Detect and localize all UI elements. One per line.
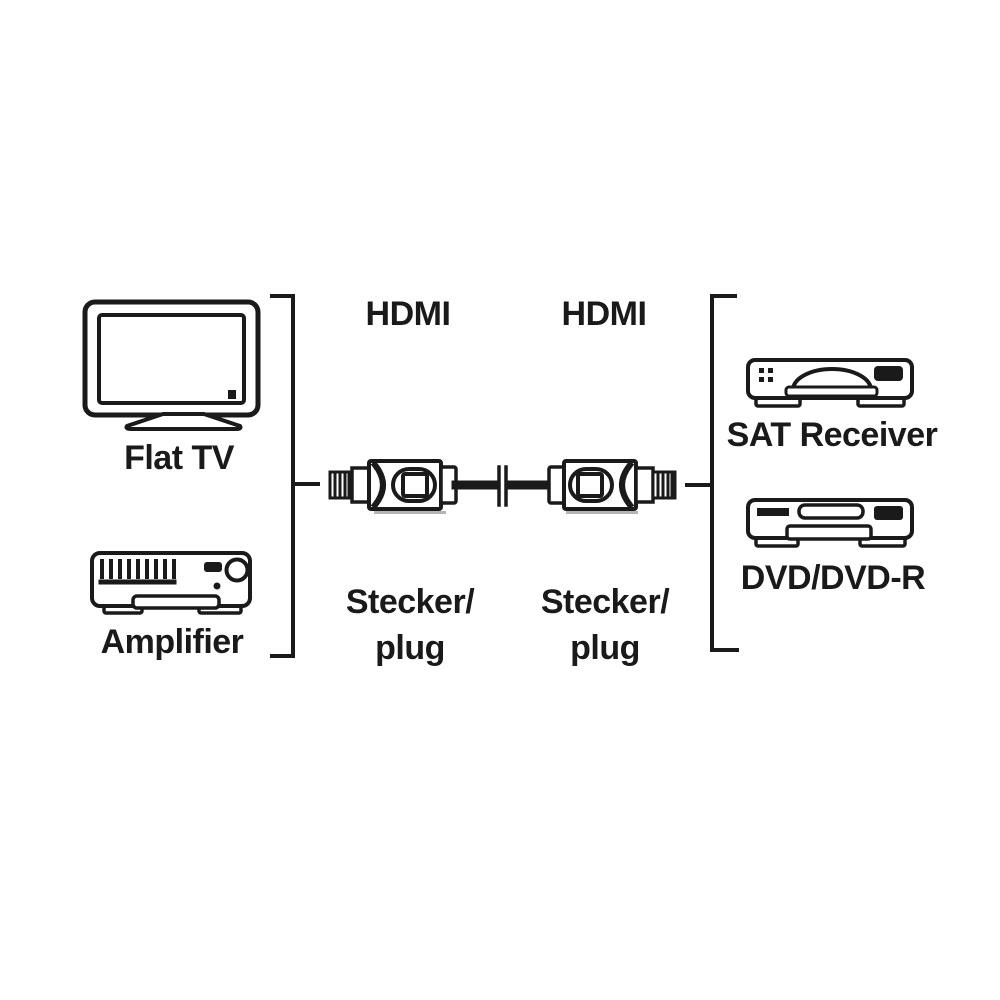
amplifier-button	[204, 562, 222, 572]
amplifier-vents	[100, 559, 176, 579]
flat-tv-icon	[82, 299, 261, 431]
hdmi-label-right: HDMI	[562, 295, 647, 333]
dvd-player-icon	[746, 498, 914, 548]
sat-receiver-display	[874, 366, 903, 381]
sat-receiver-leds	[759, 368, 773, 382]
amplifier-knob	[224, 557, 250, 583]
left-bracket	[270, 294, 320, 658]
amplifier-label: Amplifier	[101, 623, 244, 661]
plug-label-left-line2: plug	[375, 629, 445, 667]
hdmi-label-left: HDMI	[366, 295, 451, 333]
sat-receiver-label: SAT Receiver	[727, 416, 938, 454]
plug-label-right-line2: plug	[570, 629, 640, 667]
amplifier-icon	[90, 551, 252, 615]
dvd-tray-slot	[797, 503, 865, 520]
dvd-player-label: DVD/DVD-R	[741, 559, 925, 597]
plug-label-left-line1: Stecker/	[346, 583, 475, 621]
cable-break-icon	[451, 465, 554, 507]
hdmi-cable-icon	[328, 459, 677, 514]
sat-receiver-icon	[746, 358, 914, 408]
hdmi-plug-right-icon	[547, 459, 677, 514]
hdmi-plug-left-icon	[328, 459, 458, 514]
dvd-display	[874, 506, 903, 520]
right-bracket	[685, 294, 739, 652]
plug-label-right-line1: Stecker/	[541, 583, 670, 621]
dvd-tray	[785, 524, 873, 541]
flat-tv-label: Flat TV	[124, 439, 235, 477]
